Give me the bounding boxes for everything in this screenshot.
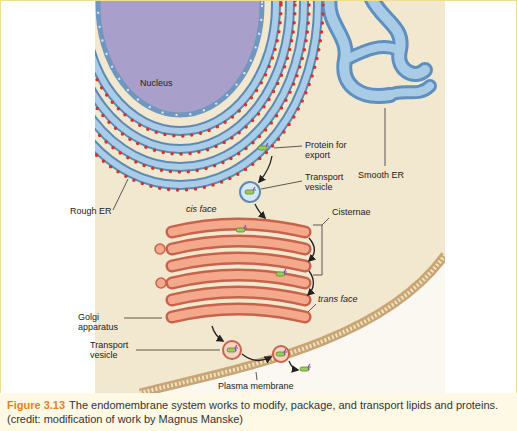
part-label: cis face bbox=[186, 204, 217, 214]
flow-arrows bbox=[212, 156, 314, 370]
part-label: Transport vesicle bbox=[305, 172, 357, 192]
flow-arrow bbox=[259, 156, 272, 182]
smooth-er-tube bbox=[370, 0, 425, 74]
cell-view bbox=[95, 0, 445, 393]
part-label: trans face bbox=[318, 294, 358, 304]
protein-symbol bbox=[245, 190, 254, 194]
part-label: Transport vesicle bbox=[90, 340, 136, 360]
part-label: Rough ER bbox=[70, 206, 112, 216]
golgi-vesicle bbox=[155, 244, 165, 254]
part-label: Cisternae bbox=[332, 207, 371, 217]
cisterna bbox=[172, 258, 305, 266]
cisterna-lumen bbox=[172, 309, 305, 317]
rough-er-lumen bbox=[95, 0, 318, 185]
flow-arrow bbox=[289, 361, 298, 370]
part-label: Smooth ER bbox=[358, 170, 404, 180]
extracellular-space bbox=[140, 255, 445, 393]
cisterna bbox=[172, 241, 305, 249]
figure-number: Figure 3.13 bbox=[7, 399, 65, 411]
leader-line bbox=[113, 179, 128, 210]
rough-er-sheet bbox=[95, 0, 318, 185]
rough-er bbox=[95, 0, 323, 190]
cisternae-bracket bbox=[313, 225, 322, 275]
leader-line bbox=[322, 218, 329, 225]
ribosome-dots bbox=[95, 0, 309, 172]
rough-er-sheet bbox=[95, 0, 276, 131]
smooth-er bbox=[329, 0, 430, 96]
ribosome-dots bbox=[95, 0, 295, 154]
proteins bbox=[227, 143, 311, 371]
golgi-apparatus bbox=[155, 224, 305, 317]
fusing-vesicle bbox=[273, 346, 289, 362]
rough-er-lumen bbox=[95, 0, 276, 131]
cisterna-lumen bbox=[172, 275, 305, 283]
plasma-membrane bbox=[140, 255, 445, 393]
cisterna bbox=[172, 309, 305, 317]
part-label: Protein for export bbox=[305, 140, 365, 160]
flow-arrow bbox=[309, 238, 314, 261]
cisterna-lumen bbox=[172, 258, 305, 266]
rough-er-sheet bbox=[95, 0, 304, 167]
protein-symbol bbox=[236, 228, 245, 232]
sugar-tag bbox=[284, 349, 287, 355]
smooth-er-tube bbox=[390, 86, 430, 95]
sugar-tag bbox=[244, 225, 247, 228]
membrane-core bbox=[140, 255, 445, 393]
sugar-tag bbox=[235, 345, 238, 351]
rough-er-lumen bbox=[95, 0, 290, 149]
leader-line bbox=[385, 108, 386, 166]
cisterna bbox=[172, 292, 305, 300]
smooth-er-lumen bbox=[370, 0, 425, 74]
sugar-tag bbox=[284, 269, 287, 275]
sugar-tag bbox=[253, 187, 256, 190]
ribosome-dots bbox=[95, 0, 281, 136]
flow-arrow bbox=[308, 271, 313, 295]
leader-line bbox=[124, 318, 162, 319]
transport-vesicle bbox=[240, 182, 260, 202]
flow-arrow bbox=[255, 204, 265, 218]
smooth-er-lumen bbox=[345, 47, 398, 60]
sugar-tag bbox=[308, 364, 311, 370]
rough-er-lumen bbox=[95, 0, 304, 167]
cisterna bbox=[172, 224, 305, 232]
leader-line bbox=[308, 304, 316, 312]
cisterna-lumen bbox=[172, 241, 305, 249]
protein-symbol bbox=[258, 146, 267, 150]
leader-line bbox=[274, 146, 302, 148]
nucleus bbox=[98, 0, 262, 115]
cisterna-lumen bbox=[172, 224, 305, 232]
smooth-er-lumen bbox=[390, 86, 430, 95]
cisterna bbox=[172, 275, 305, 283]
label-layer: NucleusProtein for exportTransport vesic… bbox=[0, 0, 517, 393]
leader-line bbox=[261, 181, 302, 189]
leader-lines bbox=[113, 108, 385, 380]
caption-panel: Figure 3.13The endomembrane system works… bbox=[0, 393, 517, 431]
ribosome-dots bbox=[95, 0, 323, 190]
leader-line bbox=[136, 350, 220, 351]
leader-line bbox=[256, 372, 257, 380]
nuclear-pores bbox=[98, 0, 262, 115]
golgi-vesicle bbox=[156, 278, 166, 288]
flow-arrow bbox=[212, 326, 223, 341]
flow-arrow bbox=[242, 354, 271, 360]
figure-caption: The endomembrane system works to modify,… bbox=[7, 399, 498, 425]
part-label: Golgi apparatus bbox=[78, 312, 124, 332]
sugar-tag bbox=[266, 143, 269, 146]
part-label: Nucleus bbox=[140, 78, 173, 88]
part-label: Plasma membrane bbox=[218, 381, 294, 391]
rough-er-sheet bbox=[95, 0, 290, 149]
smooth-er-tube bbox=[345, 47, 398, 60]
transport-vesicle bbox=[223, 341, 241, 359]
cisterna-lumen bbox=[172, 292, 305, 300]
